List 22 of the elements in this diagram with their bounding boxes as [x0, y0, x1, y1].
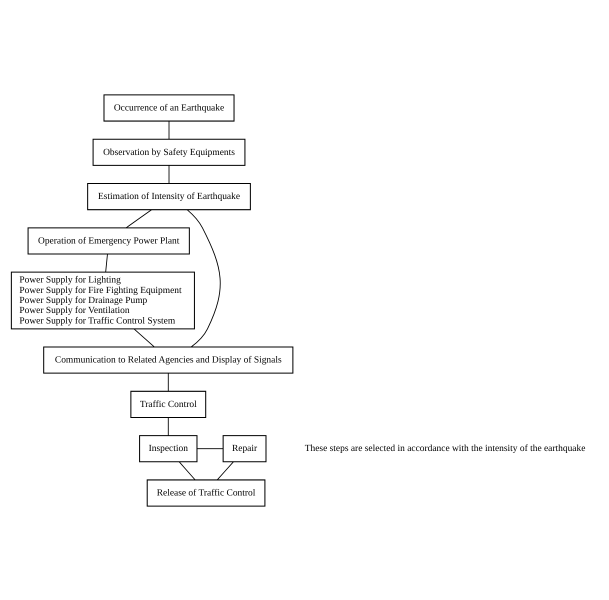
node-box: Communication to Related Agencies and Display of Signals	[43, 346, 294, 374]
connector	[186, 208, 221, 347]
connector	[168, 164, 170, 184]
node-box: Estimation of Intensity of Earthquake	[87, 182, 251, 210]
node-box: Observation by Safety Equipments	[92, 138, 246, 166]
node-box: Operation of Emergency Power Plant	[28, 226, 190, 254]
connector	[168, 372, 169, 392]
connector	[134, 328, 155, 347]
node-box: Power Supply for Lighting Power Supply for Fire Fighting Equipment Power Supply for Drainage Pump Power Supply for Ventilation Power Supply for Traffic Control System	[10, 271, 195, 329]
connector	[168, 416, 169, 436]
node-box: Inspection	[139, 434, 198, 462]
node-box: Occurrence of an Earthquake	[103, 94, 235, 122]
node-box: Release of Traffic Control	[146, 478, 266, 506]
connector	[178, 460, 196, 480]
connector	[126, 208, 152, 228]
node-box: Traffic Control	[130, 390, 206, 418]
node-box: Repair	[222, 434, 266, 462]
connector	[196, 448, 224, 449]
connector	[105, 253, 108, 272]
connector	[216, 460, 234, 480]
label: These steps are selected in accordance with the intensity of the earthquake	[304, 444, 586, 454]
connector	[168, 120, 170, 139]
